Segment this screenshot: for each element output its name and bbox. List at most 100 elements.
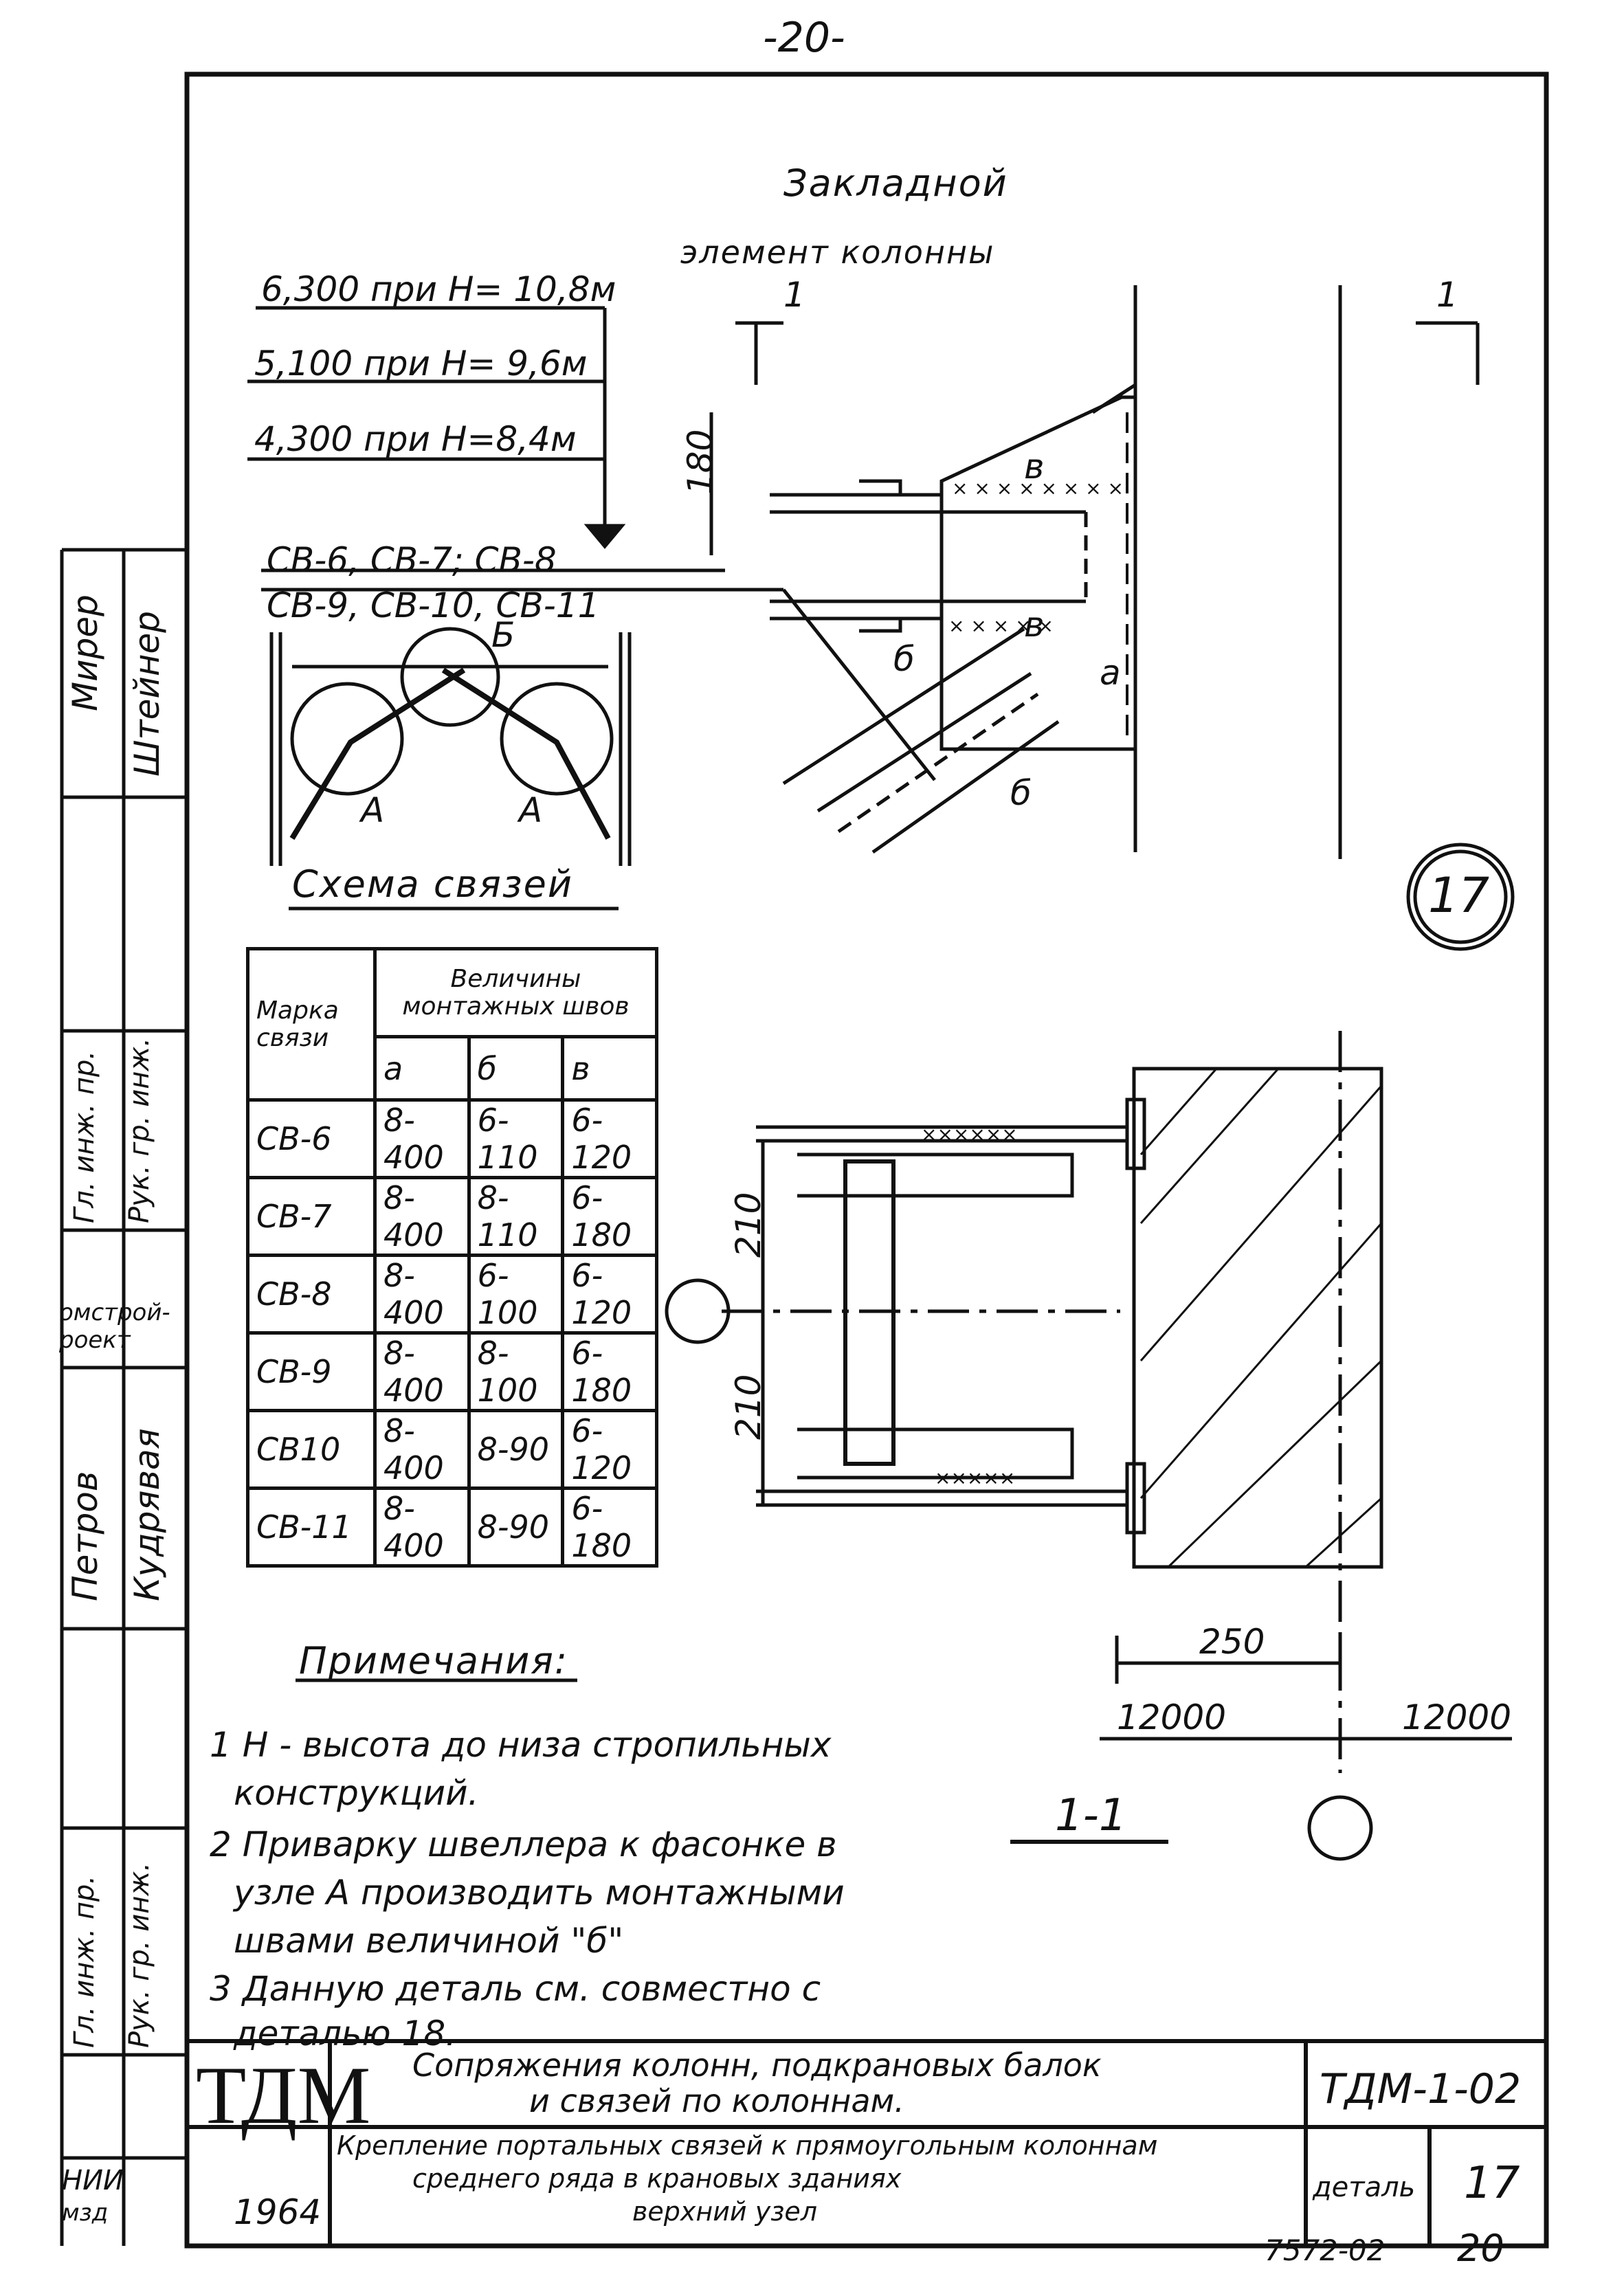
side-role-1: Гл. инж. пр.	[69, 1050, 100, 1223]
weld-label-b2: б	[1010, 773, 1032, 813]
lower-gusset	[843, 1159, 896, 1466]
scheme-node-b	[400, 627, 500, 727]
note-line: 2 Приварку швеллера к фасонке в	[210, 1825, 837, 1864]
stamp-code: ТДМ-1-02	[1320, 2065, 1522, 2113]
svg-text:×××××: ×××××	[935, 1467, 1015, 1489]
stamp-logo: ТДМ	[196, 2049, 371, 2141]
note-line: деталью 18.	[234, 2014, 457, 2053]
side-role-2: Рук. гр. инж.	[124, 1037, 155, 1223]
channel-beam	[770, 479, 1086, 633]
embedded-plate-top	[1125, 1098, 1146, 1170]
stamp-detail-no: 17	[1464, 2158, 1520, 2209]
stamp-sub-3: верхний узел	[632, 2196, 818, 2227]
side-org-3: НИИ	[62, 2165, 124, 2196]
stamp-sub-1: Крепление портальных связей к прямоуголь…	[337, 2130, 1158, 2161]
stamp-year: 1964	[234, 2192, 322, 2232]
table-sub-v: в	[561, 1035, 658, 1102]
cut-mark-left: 1	[783, 275, 805, 315]
note-line: 3 Данную деталь см. совместно с	[210, 1969, 821, 2009]
stamp-title-1: Сопряжения колонн, подкрановых балок	[412, 2047, 1102, 2084]
section-label: 1-1	[1055, 1790, 1127, 1841]
cell-b: 8-90	[467, 1409, 565, 1490]
side-signer-4: Кудрявая	[127, 1428, 167, 1601]
lower-channel	[756, 1125, 1127, 1507]
side-role-3: Гл. инж. пр.	[69, 1875, 100, 2048]
stamp-detail-label: деталь	[1313, 2172, 1416, 2203]
elevation-2: 5,100 при H= 9,6м	[254, 344, 588, 383]
side-role-4: Рук. гр. инж.	[124, 1862, 155, 2048]
elevation-3: 4,300 при H=8,4м	[254, 419, 577, 459]
cell-b: 8-100	[467, 1331, 565, 1412]
brace-leaders	[261, 568, 936, 781]
scheme-braces	[289, 667, 611, 840]
cell-a: 8-400	[373, 1254, 471, 1335]
cell-v: 6-180	[561, 1176, 658, 1257]
note-line: швами величиной "б"	[234, 1921, 624, 1961]
cell-b: 8-90	[467, 1486, 565, 1568]
dim-210-top: 210	[728, 1192, 768, 1258]
weld-label-v1: в	[1024, 447, 1045, 487]
side-signer-1: Мирер	[65, 594, 105, 711]
svg-text:××××××: ××××××	[921, 1123, 1018, 1146]
cell-a: 8-400	[373, 1098, 471, 1179]
weld-crosses: × × × × × × × × × × × × × ×××××× ×××××	[921, 477, 1124, 1489]
table-sub-a: а	[373, 1035, 471, 1102]
lower-channel-flanges	[797, 1152, 1074, 1480]
cell-b: 6-100	[467, 1254, 565, 1335]
table-sub-b: б	[467, 1035, 565, 1102]
side-signer-3: Петров	[65, 1471, 105, 1601]
cell-b: 6-110	[467, 1098, 565, 1179]
elevation-lines	[247, 306, 607, 544]
cell-mark: СВ-11	[246, 1486, 377, 1568]
cut-mark-right: 1	[1436, 275, 1458, 315]
elevation-marker	[583, 524, 626, 549]
scheme-title: Схема связей	[292, 862, 573, 906]
svg-text:× × × × ×: × × × × ×	[948, 614, 1054, 637]
cell-a: 8-400	[373, 1486, 471, 1568]
title-block	[187, 2039, 1546, 2246]
scheme-node-a-right-label: А	[519, 790, 543, 830]
column-edge	[1091, 285, 1137, 852]
axis-bubble-left	[665, 1278, 731, 1344]
axis-dim-left: 12000	[1117, 1697, 1227, 1737]
cell-v: 6-120	[561, 1254, 658, 1335]
detail-circle	[1406, 843, 1515, 951]
cell-b: 8-110	[467, 1176, 565, 1257]
sheet-num: 20	[1457, 2227, 1504, 2270]
weld-label-b1: б	[893, 639, 915, 679]
scheme-node-a-left	[290, 682, 404, 796]
brace-group-2: СВ-9, СВ-10, СВ-11	[267, 586, 600, 625]
cell-v: 6-120	[561, 1098, 658, 1179]
side-signer-2: Штейнер	[127, 610, 167, 777]
side-org-1: омстрой-	[59, 1299, 170, 1326]
cut-arrow-right	[1416, 321, 1480, 385]
stamp-title-2: и связей по колоннам.	[529, 2082, 904, 2119]
dim-210-bottom: 210	[728, 1374, 768, 1440]
dim-180: 180	[680, 429, 720, 495]
gusset-plate	[939, 395, 1137, 751]
note-line: конструкций.	[234, 1773, 479, 1813]
weld-label-v2: в	[1024, 605, 1045, 645]
notes-title: Примечания:	[299, 1639, 569, 1682]
cell-mark: СВ-9	[246, 1331, 377, 1412]
cell-v: 6-180	[561, 1331, 658, 1412]
cut-arrow-left	[735, 321, 783, 385]
note-line: 1 H - высота до низа стропильных	[210, 1725, 832, 1765]
side-org-2: роект	[59, 1326, 131, 1354]
elevation-1: 6,300 при H= 10,8м	[261, 269, 616, 309]
concrete-column	[1132, 1067, 1383, 1569]
table-header-group: Величины монтажных швов	[373, 947, 658, 1038]
axis-bubble-bottom	[1307, 1795, 1373, 1861]
cell-v: 6-120	[561, 1409, 658, 1490]
note-line: узле А производить монтажными	[234, 1873, 845, 1913]
side-stamp	[60, 548, 187, 2246]
diagonal-brace	[782, 627, 1060, 854]
sheet-code: 7572-02	[1265, 2234, 1386, 2267]
embedded-plate-bottom	[1125, 1462, 1146, 1535]
detail-number: 17	[1428, 867, 1490, 924]
